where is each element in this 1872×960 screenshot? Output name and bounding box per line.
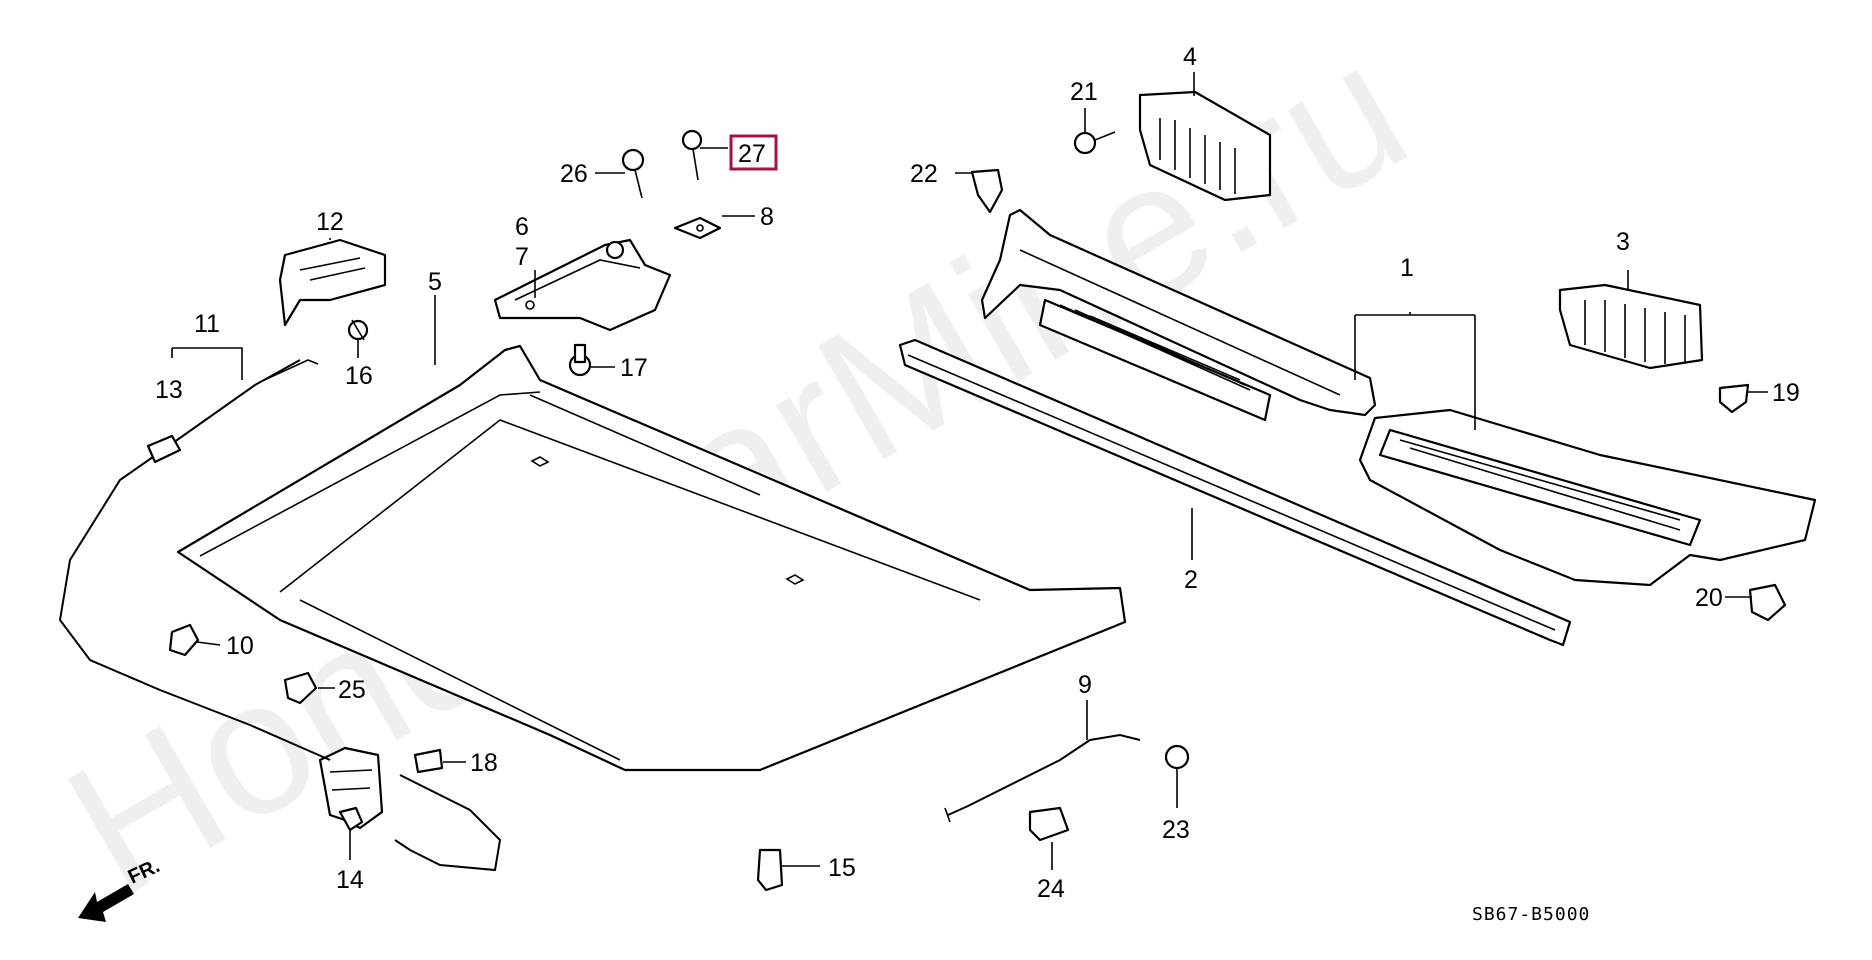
part-label-26[interactable]: 26 bbox=[560, 160, 588, 188]
cowl-top-panel[interactable] bbox=[980, 208, 1817, 587]
part-label-17[interactable]: 17 bbox=[620, 354, 648, 382]
diagram-code: SB67-B5000 bbox=[1472, 904, 1590, 925]
part-label-12[interactable]: 12 bbox=[316, 208, 344, 236]
hood-lock-upper[interactable] bbox=[278, 238, 387, 327]
fastener-21-screw[interactable] bbox=[1073, 131, 1116, 155]
fastener-19-clip[interactable] bbox=[1718, 383, 1750, 414]
fastener-15-stopper[interactable] bbox=[756, 848, 784, 892]
part-labels: 1 2 3 4 5 6 7 8 9 10 11 12 13 14 15 16 1… bbox=[155, 43, 1800, 903]
part-label-21[interactable]: 21 bbox=[1070, 78, 1098, 106]
hood-latch[interactable] bbox=[318, 746, 384, 832]
part-label-18[interactable]: 18 bbox=[470, 749, 498, 777]
part-label-2[interactable]: 2 bbox=[1184, 566, 1198, 594]
part-label-11[interactable]: 11 bbox=[194, 310, 220, 338]
leader-lines bbox=[171, 72, 1768, 870]
hood-release-cable[interactable] bbox=[58, 359, 502, 872]
part-label-16[interactable]: 16 bbox=[345, 362, 373, 390]
part-label-27[interactable]: 27 bbox=[738, 140, 766, 168]
part-label-8[interactable]: 8 bbox=[760, 203, 774, 231]
part-label-15[interactable]: 15 bbox=[828, 854, 856, 882]
part-label-22[interactable]: 22 bbox=[910, 160, 938, 188]
fastener-25-clip[interactable] bbox=[283, 671, 318, 705]
hood-panel[interactable] bbox=[176, 344, 1127, 772]
part-label-19[interactable]: 19 bbox=[1772, 379, 1800, 407]
part-27-highlight-box bbox=[729, 134, 778, 171]
hood-support-rod[interactable] bbox=[944, 733, 1141, 823]
fastener-27-bolt[interactable] bbox=[681, 129, 703, 181]
fastener-20-nut[interactable] bbox=[1748, 583, 1787, 622]
part-label-5[interactable]: 5 bbox=[428, 268, 442, 296]
fastener-16-bolt[interactable] bbox=[347, 319, 369, 341]
fastener-18-cushion[interactable] bbox=[413, 748, 444, 774]
part-label-6[interactable]: 6 bbox=[515, 213, 529, 241]
air-vent-right[interactable] bbox=[1558, 283, 1704, 370]
hood-hinge[interactable] bbox=[493, 238, 672, 332]
part-label-7[interactable]: 7 bbox=[515, 243, 529, 271]
air-vent-left[interactable] bbox=[1138, 90, 1272, 202]
fastener-23-nut[interactable] bbox=[1164, 744, 1190, 770]
fastener-22-clip[interactable] bbox=[970, 168, 1004, 214]
part-label-25[interactable]: 25 bbox=[338, 676, 366, 704]
part-label-23[interactable]: 23 bbox=[1162, 816, 1190, 844]
part-label-24[interactable]: 24 bbox=[1037, 875, 1065, 903]
hood-seal-strip[interactable] bbox=[898, 338, 1572, 647]
part-label-10[interactable]: 10 bbox=[226, 632, 254, 660]
front-arrow-icon bbox=[78, 884, 134, 922]
part-label-4[interactable]: 4 bbox=[1183, 43, 1197, 71]
part-label-3[interactable]: 3 bbox=[1616, 228, 1630, 256]
fastener-26-bolt[interactable] bbox=[621, 148, 645, 199]
fastener-24-bumper[interactable] bbox=[1028, 806, 1070, 842]
part-label-20[interactable]: 20 bbox=[1695, 584, 1723, 612]
fastener-10-clip[interactable] bbox=[168, 623, 200, 657]
part-label-14[interactable]: 14 bbox=[336, 866, 364, 894]
part-label-1[interactable]: 1 bbox=[1400, 254, 1414, 282]
part-label-13[interactable]: 13 bbox=[155, 376, 183, 404]
part-label-9[interactable]: 9 bbox=[1078, 671, 1092, 699]
fastener-17-bolt[interactable] bbox=[568, 343, 592, 377]
fastener-8-bracket[interactable] bbox=[673, 216, 722, 240]
